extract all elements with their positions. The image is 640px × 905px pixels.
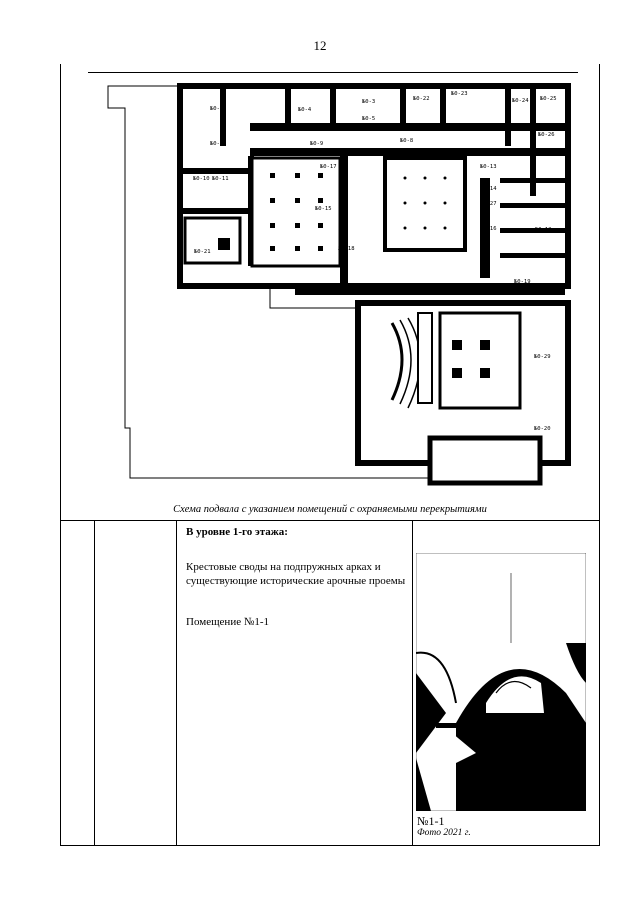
room-label: №0-19 bbox=[514, 279, 531, 285]
room-label: №0-14 bbox=[480, 186, 497, 192]
room-label: №0-12 bbox=[535, 227, 552, 233]
frame-right-line bbox=[599, 64, 600, 846]
level-title: В уровне 1-го этажа: bbox=[186, 526, 288, 538]
room-label: №0-23 bbox=[451, 91, 468, 97]
room-label: №0-26 bbox=[538, 132, 555, 138]
room-label: №0-27 bbox=[480, 201, 497, 207]
table-col-line bbox=[176, 520, 177, 845]
room-label: №0-11 bbox=[212, 176, 229, 182]
room-label: №0-29 bbox=[534, 354, 551, 360]
plan-caption: Схема подвала с указанием помещений с ох… bbox=[173, 504, 487, 515]
page-number: 12 bbox=[313, 38, 327, 53]
room-name: Помещение №1-1 bbox=[186, 616, 269, 628]
room-label: №0-13 bbox=[480, 164, 497, 170]
photo-date: Фото 2021 г. bbox=[417, 828, 471, 838]
room-label: №0-1 bbox=[210, 141, 223, 147]
room-label: №0-18 bbox=[338, 246, 355, 252]
room-label: №0-5 bbox=[362, 116, 375, 122]
table-col-line bbox=[412, 520, 413, 845]
photo-label: №1-1 bbox=[417, 814, 445, 828]
frame-left-line bbox=[60, 64, 61, 846]
room-label: №0-16 bbox=[480, 226, 497, 232]
room-label: №0-3 bbox=[362, 99, 375, 105]
room-label: №0-24 bbox=[512, 98, 529, 104]
vault-description: Крестовые своды на подпружных арках и су… bbox=[186, 561, 406, 587]
table-col-line bbox=[94, 520, 95, 845]
room-label: №0-20 bbox=[534, 426, 551, 432]
room-label: №0-21 bbox=[194, 249, 211, 255]
room-photo bbox=[416, 553, 586, 811]
room-label: №0-9 bbox=[310, 141, 323, 147]
top-rule bbox=[88, 72, 578, 73]
bottom-rule bbox=[60, 845, 600, 846]
room-label: №0-22 bbox=[413, 96, 430, 102]
caption-rule bbox=[60, 520, 600, 521]
room-label: №0-15 bbox=[315, 206, 332, 212]
room-label: №0-8 bbox=[400, 138, 413, 144]
room-labels: №0-2 №0-4 №0-3 №0-22 №0-23 №0-24 №0-25 №… bbox=[193, 91, 557, 432]
room-label: №0-17 bbox=[320, 164, 337, 170]
room-label: №0-25 bbox=[540, 96, 557, 102]
basement-floor-plan: №0-2 №0-4 №0-3 №0-22 №0-23 №0-24 №0-25 №… bbox=[107, 83, 571, 486]
room-label: №0-2 bbox=[210, 106, 223, 112]
room-label: №0-4 bbox=[298, 107, 312, 113]
room-label: №0-10 bbox=[193, 176, 210, 182]
